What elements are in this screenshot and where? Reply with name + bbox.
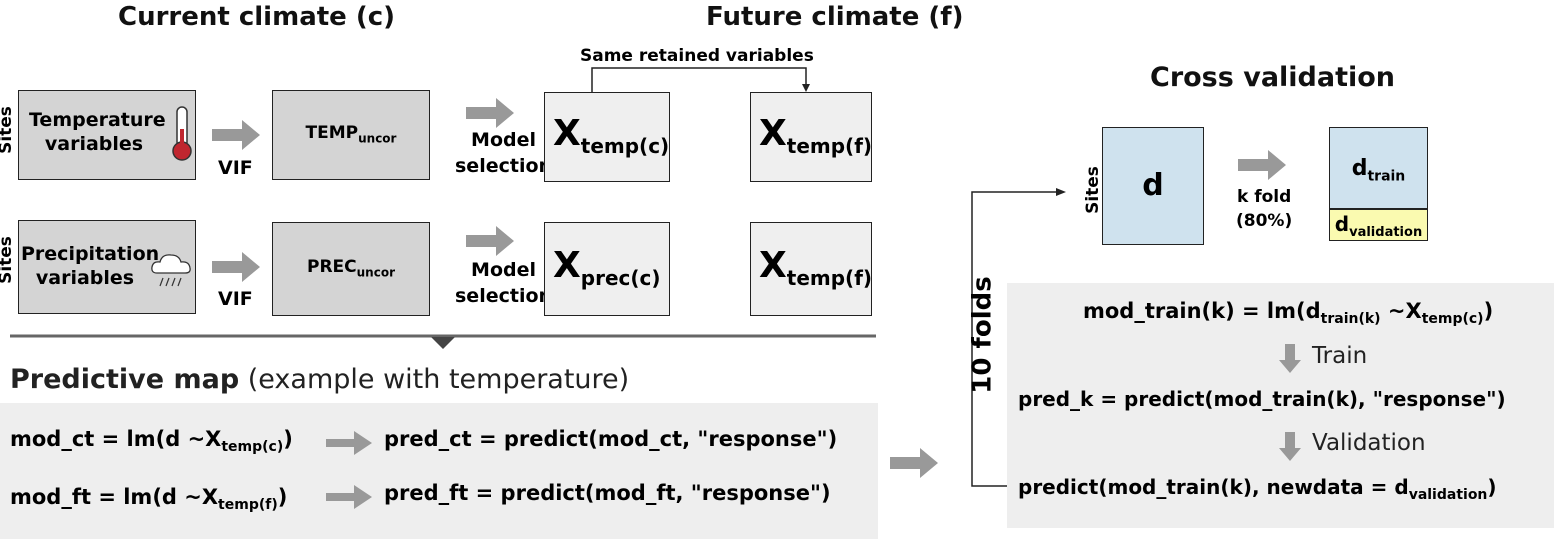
pred-k-formula: pred_k = predict(mod_train(k), "response… xyxy=(1018,387,1506,411)
mod-ft-formula: mod_ft = lm(d ~Xtemp(f)) xyxy=(10,485,288,513)
temperature-variables-box: Temperature variables xyxy=(18,90,196,180)
rain-cloud-icon xyxy=(151,254,191,287)
arrow-kfold xyxy=(1238,150,1286,180)
arrow-pred-ct xyxy=(326,431,372,455)
x-prec-c-box: Xprec(c) xyxy=(544,222,670,316)
current-climate-heading: Current climate (c) xyxy=(118,2,396,32)
predictive-map-title: Predictive map (example with temperature… xyxy=(10,364,630,395)
d-box: d xyxy=(1102,127,1204,245)
mod-ct-formula: mod_ct = lm(d ~Xtemp(c)) xyxy=(10,427,293,455)
kfold-label: k fold (80%) xyxy=(1236,187,1293,231)
x-temp-f-box-row1: Xtemp(f) xyxy=(750,92,872,182)
cv-panel xyxy=(1007,283,1554,528)
predictive-map-panel xyxy=(0,403,878,539)
arrow-pred-ft xyxy=(326,485,372,509)
arrow-model-row2 xyxy=(466,226,514,256)
validation-label: Validation xyxy=(1312,430,1426,456)
pred-ft-formula: pred_ft = predict(mod_ft, "response") xyxy=(384,481,831,505)
model-selection-row1: Model selection xyxy=(455,129,553,177)
arrow-to-cv xyxy=(890,448,938,478)
d-validation-box: dvalidation xyxy=(1329,209,1428,241)
thermometer-icon xyxy=(172,106,192,161)
cross-validation-heading: Cross validation xyxy=(1150,62,1396,93)
arrow-down-validation xyxy=(1279,432,1301,461)
ten-folds-label: 10 folds xyxy=(967,276,998,394)
future-climate-heading: Future climate (f) xyxy=(706,2,964,32)
model-selection-row2: Model selection xyxy=(455,259,553,307)
arrow-down-train xyxy=(1279,344,1301,373)
vif-label-row1: VIF xyxy=(218,157,253,179)
predict-validation-formula: predict(mod_train(k), newdata = dvalidat… xyxy=(1018,475,1497,503)
x-temp-c-box: Xtemp(c) xyxy=(544,92,670,182)
precipitation-variables-box: Precipitation variables xyxy=(18,220,196,314)
mod-train-formula: mod_train(k) = lm(dtrain(k) ~Xtemp(c)) xyxy=(1083,299,1494,327)
pred-ct-formula: pred_ct = predict(mod_ct, "response") xyxy=(384,427,838,451)
x-temp-f-box-row2: Xtemp(f) xyxy=(750,222,872,316)
arrow-vif-row1 xyxy=(212,120,260,150)
arrow-model-row1 xyxy=(466,98,514,128)
d-train-box: dtrain xyxy=(1329,127,1428,209)
arrow-vif-row2 xyxy=(212,252,260,282)
vif-label-row2: VIF xyxy=(218,288,253,310)
prec-uncor-box: PRECuncor xyxy=(272,222,430,316)
train-label: Train xyxy=(1312,343,1368,369)
same-retained-label: Same retained variables xyxy=(580,46,814,66)
temp-uncor-box: TEMPuncor xyxy=(272,90,430,180)
